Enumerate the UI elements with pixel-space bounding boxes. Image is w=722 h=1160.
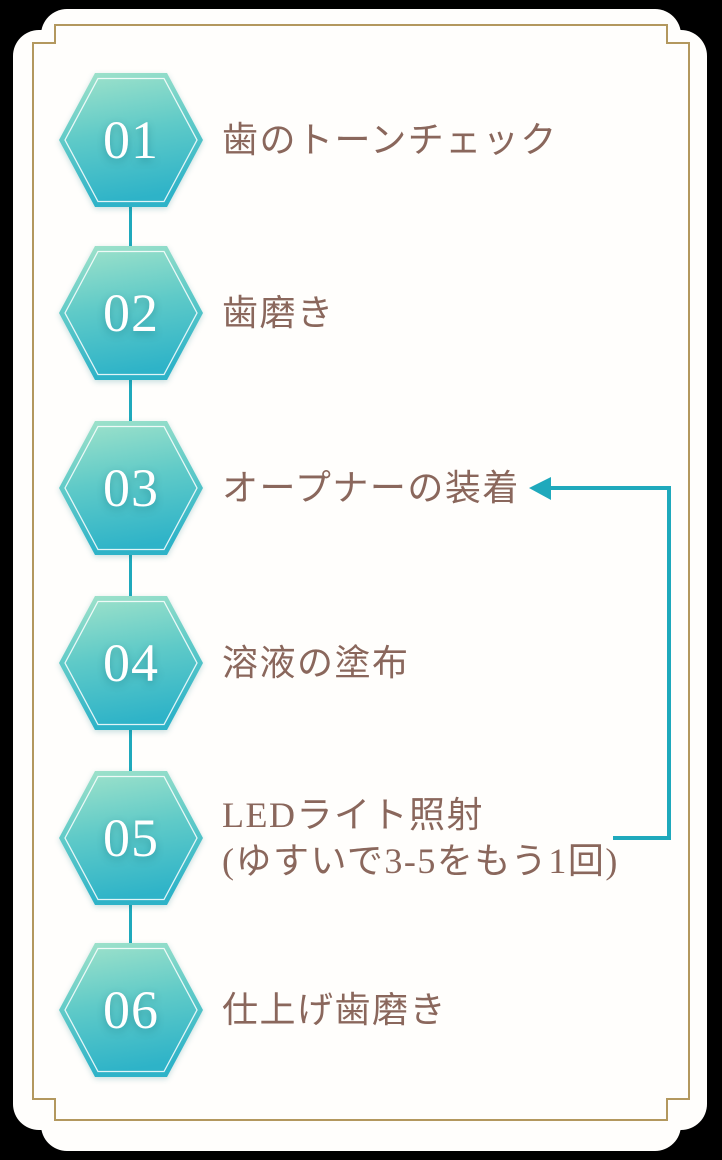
step-hexagon: 03 (59, 421, 203, 555)
step-label-text: 歯のトーンチェック (222, 120, 558, 160)
step-hexagon: 01 (59, 73, 203, 207)
hexagon-shape (59, 771, 203, 905)
step-label-text: 溶液の塗布 (222, 643, 410, 683)
step-number: 05 (103, 808, 159, 868)
step-label: 歯のトーンチェック (222, 117, 558, 163)
connector-line (129, 140, 132, 1010)
step-label-text: オープナーの装着 (222, 468, 520, 508)
hexagon-shape (59, 421, 203, 555)
step-number: 06 (103, 980, 159, 1040)
step-hexagon: 05 (59, 771, 203, 905)
step-label-text: 歯磨き (222, 293, 335, 333)
hexagon-shape (59, 73, 203, 207)
step-number: 03 (103, 458, 159, 518)
step-label-text-line2: (ゆすいで3-5をもう1回) (222, 841, 619, 881)
step-hexagon: 06 (59, 943, 203, 1077)
step-label: 歯磨き (222, 290, 335, 336)
hexagon-shape (59, 246, 203, 380)
step-label-text: LEDライト照射 (222, 795, 484, 835)
step-number: 04 (103, 633, 159, 693)
hexagon-shape (59, 943, 203, 1077)
step-hexagon: 04 (59, 596, 203, 730)
step-label: 溶液の塗布 (222, 640, 410, 686)
step-label: オープナーの装着 (222, 465, 520, 511)
step-number: 01 (103, 110, 159, 170)
step-number: 02 (103, 283, 159, 343)
step-label: LEDライト照射 (ゆすいで3-5をもう1回) (222, 792, 619, 884)
hexagon-shape (59, 596, 203, 730)
step-label: 仕上げ歯磨き (222, 987, 447, 1033)
step-hexagon: 02 (59, 246, 203, 380)
step-label-text: 仕上げ歯磨き (222, 990, 448, 1030)
